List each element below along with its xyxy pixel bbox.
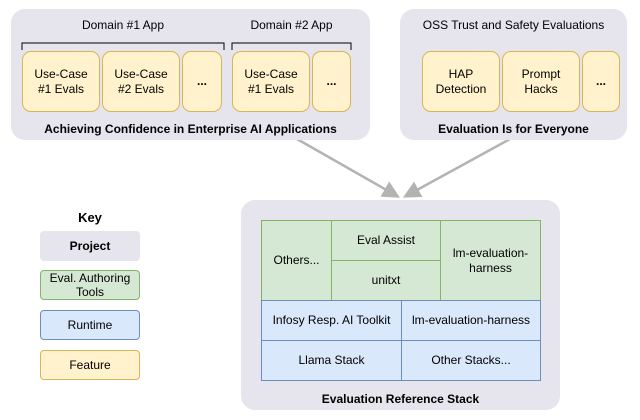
key-title: Key (78, 210, 102, 225)
panel-enterprise-title: Achieving Confidence in Enterprise AI Ap… (44, 122, 337, 136)
feature-d1-usecase1: Use-Case #1 Evals (22, 51, 100, 112)
feature-d1-usecase2: Use-Case #2 Evals (102, 51, 180, 112)
cell-others: Others... (261, 220, 332, 301)
arrow-enterprise-to-stack (296, 137, 401, 198)
key-feature: Feature (40, 350, 140, 380)
feature-d2-usecase1: Use-Case #1 Evals (232, 51, 310, 112)
cell-lm-eval-runtime: lm-evaluation-harness (401, 300, 541, 341)
cell-infosys-toolkit: Infosy Resp. AI Toolkit (261, 300, 402, 341)
cell-other-stacks: Other Stacks... (401, 340, 541, 381)
domain1-label: Domain #1 App (81, 18, 165, 32)
arrow-oss-to-stack (402, 137, 511, 198)
feature-hap-detection: HAP Detection (422, 51, 500, 112)
feature-prompt-hacks: Prompt Hacks (502, 51, 580, 112)
domain2-label: Domain #2 App (250, 18, 333, 32)
oss-label: OSS Trust and Safety Evaluations (422, 18, 605, 32)
feature-d1-more: ... (182, 51, 222, 112)
cell-eval-assist: Eval Assist (331, 220, 441, 261)
cell-llama-stack: Llama Stack (261, 340, 402, 381)
cell-lm-eval-authoring: lm-evaluation- harness (440, 220, 541, 301)
key-runtime: Runtime (40, 310, 140, 340)
key-project: Project (40, 231, 140, 261)
cell-unitxt: unitxt (331, 260, 441, 301)
feature-oss-more: ... (582, 51, 620, 112)
feature-d2-more: ... (312, 51, 351, 112)
panel-stack-title: Evaluation Reference Stack (321, 392, 480, 406)
panel-oss-title: Evaluation Is for Everyone (438, 122, 589, 136)
key-authoring-tools: Eval. Authoring Tools (40, 270, 140, 300)
